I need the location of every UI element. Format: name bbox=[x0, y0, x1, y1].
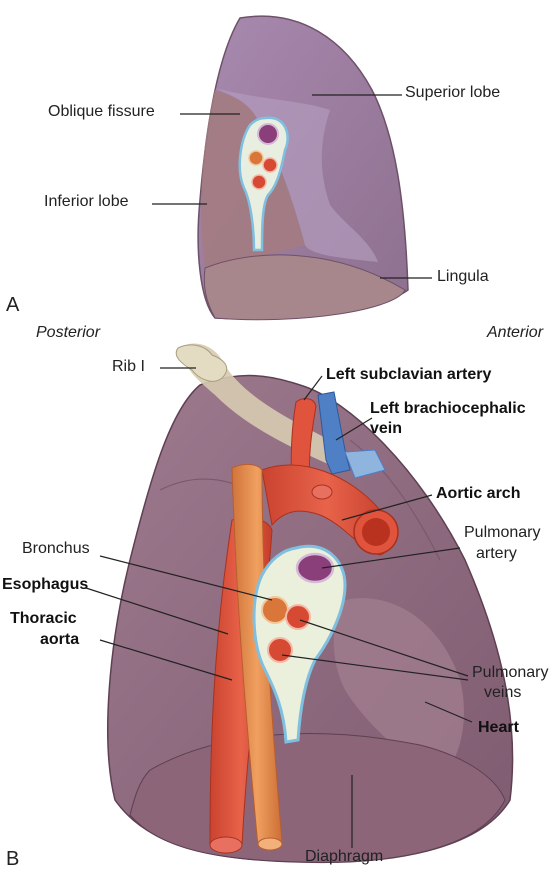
label-anterior: Anterior bbox=[487, 324, 544, 341]
label-rib-1: Rib I bbox=[112, 358, 145, 375]
label-heart: Heart bbox=[478, 719, 519, 736]
label-pulmonary-veins-2: veins bbox=[484, 684, 522, 701]
bronchus-a bbox=[248, 150, 264, 166]
rib-1-head bbox=[175, 344, 228, 382]
label-pulmonary-artery-1: Pulmonary bbox=[464, 524, 541, 541]
leader-aortic-arch bbox=[341, 494, 433, 521]
label-superior-lobe: Superior lobe bbox=[405, 84, 501, 101]
left-brachiocephalic-vein bbox=[317, 391, 351, 475]
label-pulmonary-veins-1: Pulmonary bbox=[472, 664, 549, 681]
label-thoracic-aorta-2: aorta bbox=[40, 631, 80, 648]
pulmonary-vein-a2 bbox=[251, 174, 267, 190]
pulmonary-vein-b2 bbox=[267, 637, 293, 663]
leader-pulmonary-artery bbox=[321, 547, 461, 569]
leader-left-brachiocephalic-vein bbox=[335, 417, 373, 441]
leader-left-subclavian-artery bbox=[303, 375, 323, 401]
label-inferior-lobe: Inferior lobe bbox=[44, 193, 129, 210]
pulmonary-vein-b1 bbox=[285, 604, 311, 630]
label-posterior: Posterior bbox=[36, 324, 101, 341]
label-left-subclavian-artery: Left subclavian artery bbox=[326, 366, 492, 383]
panel-a-letter: A bbox=[6, 294, 20, 316]
label-diaphragm: Diaphragm bbox=[305, 848, 384, 865]
label-lingula: Lingula bbox=[437, 268, 489, 285]
pulmonary-artery-a bbox=[257, 123, 279, 145]
label-left-brachiocephalic-vein-1: Left brachiocephalic bbox=[370, 400, 526, 417]
lung-medial-view-a bbox=[152, 15, 432, 321]
panel-b-letter: B bbox=[6, 848, 20, 870]
label-pulmonary-artery-2: artery bbox=[476, 545, 517, 562]
leader-bronchus bbox=[99, 555, 273, 601]
lung-medial-view-b bbox=[85, 343, 514, 864]
lung-base-a bbox=[203, 254, 406, 321]
superior-lobe-region bbox=[215, 88, 378, 262]
left-subclavian-artery bbox=[290, 398, 317, 485]
label-bronchus: Bronchus bbox=[22, 540, 90, 557]
leader-thoracic-aorta bbox=[99, 639, 233, 681]
esophagus bbox=[231, 463, 283, 847]
leader-pulmonary-vein-2 bbox=[281, 654, 469, 681]
label-left-brachiocephalic-vein-2: vein bbox=[370, 420, 403, 437]
leader-heart bbox=[424, 701, 473, 723]
leader-esophagus bbox=[85, 587, 229, 635]
brachiocephalic-vein-cut bbox=[344, 449, 386, 479]
pulmonary-artery-b bbox=[295, 552, 335, 584]
leader-pulmonary-vein-1 bbox=[299, 619, 469, 677]
cardiac-impression bbox=[333, 598, 464, 780]
label-thoracic-aorta-1: Thoracic bbox=[10, 610, 77, 627]
label-esophagus: Esophagus bbox=[2, 576, 89, 593]
hilum-b bbox=[252, 544, 347, 744]
label-oblique-fissure: Oblique fissure bbox=[48, 103, 155, 120]
label-aortic-arch: Aortic arch bbox=[436, 485, 521, 502]
pulmonary-vein-a1 bbox=[262, 157, 278, 173]
bronchus-b bbox=[261, 596, 289, 624]
